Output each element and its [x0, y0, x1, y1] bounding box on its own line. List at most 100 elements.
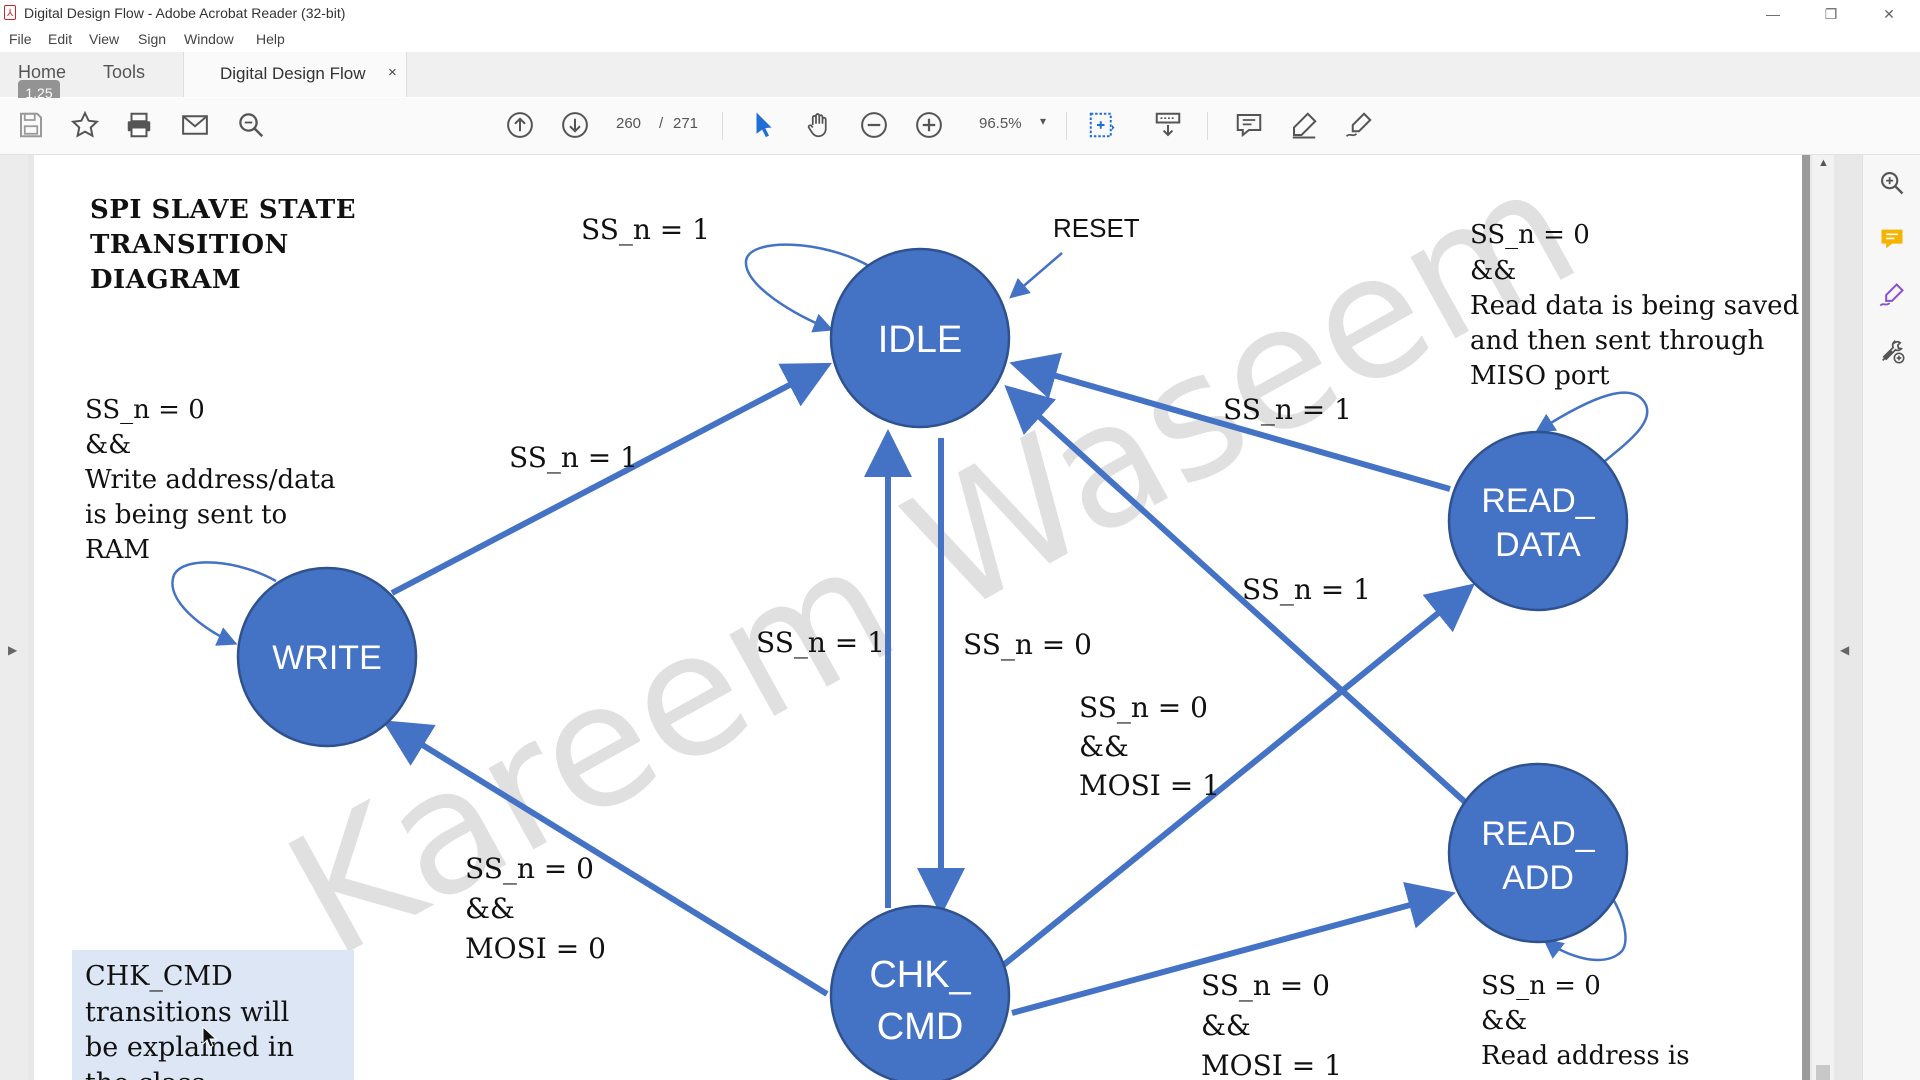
window-title: Digital Design Flow - Adobe Acrobat Read…	[24, 5, 346, 21]
menu-view[interactable]: View	[89, 31, 120, 47]
label-chk-to-write-1: SS_n = 0	[465, 852, 594, 885]
hand-tool-icon[interactable]	[802, 108, 836, 142]
select-cursor-icon[interactable]	[747, 108, 781, 142]
note-line-3: be explained in	[85, 1032, 294, 1063]
diagram-title-line-3: DIAGRAM	[90, 265, 241, 295]
label-readdata-to-idle: SS_n = 1	[1223, 393, 1352, 426]
arrow-chk-to-write	[382, 720, 829, 997]
collapse-right-panel-icon[interactable]: ◀	[1840, 643, 1850, 657]
toolbar-divider	[722, 112, 723, 140]
state-write: WRITE	[236, 566, 418, 748]
comment-icon[interactable]	[1232, 108, 1266, 142]
label-chk-to-idle: SS_n = 1	[756, 626, 885, 659]
page-separator: /	[659, 115, 664, 132]
restore-button[interactable]: ❐	[1824, 6, 1838, 22]
expand-left-panel-icon[interactable]: ▶	[8, 643, 18, 657]
state-diagram: Kareem Waseem	[72, 155, 1799, 1080]
bookmark-star-icon[interactable]	[68, 108, 102, 142]
label-chk-to-readdata-1: SS_n = 0	[1079, 691, 1208, 724]
zoom-search-icon[interactable]	[1876, 167, 1908, 199]
menu-sign[interactable]: Sign	[138, 31, 167, 47]
tab-document[interactable]: Digital Design Flow ×	[183, 52, 407, 97]
zoom-in-icon[interactable]	[912, 108, 946, 142]
right-tool-rail	[1862, 155, 1920, 1080]
label-reset: RESET	[1053, 213, 1140, 243]
label-readadd-self-3: Read address is	[1481, 1041, 1690, 1071]
reset-arrow	[1009, 252, 1063, 299]
fit-page-icon[interactable]	[1085, 108, 1119, 142]
tab-home[interactable]: Home	[18, 62, 67, 82]
note-line-4: the class	[85, 1068, 205, 1080]
label-chk-to-readadd-1: SS_n = 0	[1201, 969, 1330, 1002]
label-readadd-self-2: &&	[1481, 1006, 1527, 1036]
scrollbar-thumb[interactable]	[1816, 1065, 1830, 1080]
label-readdata-self-2: &&	[1470, 256, 1516, 286]
state-chk-cmd-label-2: CMD	[877, 1006, 964, 1048]
label-write-self-2: &&	[85, 430, 131, 460]
arrow-write-to-idle	[390, 362, 832, 596]
note-line-1: CHK_CMD	[85, 961, 233, 992]
label-chk-to-write-3: MOSI = 0	[465, 932, 606, 965]
menu-file[interactable]: File	[9, 31, 32, 47]
menu-bar: File Edit View Sign Window Help	[0, 29, 1920, 51]
diagram-title-line-2: TRANSITION	[90, 230, 289, 260]
menu-window[interactable]: Window	[184, 31, 234, 47]
document-area: ▶ Kareem Waseem	[0, 155, 1862, 1080]
acrobat-pdf-icon: ⅄	[4, 5, 16, 20]
state-write-label: WRITE	[272, 639, 382, 677]
title-bar: ⅄ Digital Design Flow - Adobe Acrobat Re…	[0, 0, 1920, 28]
sign-icon[interactable]	[1342, 108, 1376, 142]
email-icon[interactable]	[178, 108, 212, 142]
state-idle-label: IDLE	[878, 319, 962, 361]
toolbar-divider	[1066, 112, 1067, 140]
mouse-pointer-icon	[202, 1026, 218, 1048]
page-number-input[interactable]: 260	[616, 115, 642, 132]
print-icon[interactable]	[122, 108, 156, 142]
save-icon[interactable]	[14, 108, 48, 142]
scroll-mode-icon[interactable]	[1151, 108, 1185, 142]
search-icon[interactable]	[234, 108, 268, 142]
vertical-scrollbar[interactable]: ▲	[1812, 155, 1834, 1080]
state-read-data-label-2: DATA	[1495, 526, 1581, 564]
close-window-button[interactable]: ✕	[1883, 6, 1895, 22]
left-panel-strip: ▶	[0, 155, 28, 1080]
arrow-chk-to-readdata	[999, 583, 1475, 970]
tab-tools[interactable]: Tools	[103, 62, 146, 82]
page-total: 271	[673, 115, 699, 132]
more-tools-icon[interactable]	[1876, 335, 1908, 367]
next-page-icon[interactable]	[558, 108, 592, 142]
label-write-to-idle: SS_n = 1	[509, 441, 638, 474]
label-idle-to-chk: SS_n = 0	[963, 628, 1092, 661]
arrow-readdata-to-idle	[1009, 352, 1451, 492]
arrow-readadd-to-idle	[1004, 384, 1468, 805]
loop-idle	[744, 243, 870, 333]
page-shadow-edge	[1802, 155, 1810, 1080]
label-write-self-5: RAM	[85, 535, 150, 565]
previous-page-icon[interactable]	[503, 108, 537, 142]
state-chk-cmd-label-1: CHK_	[869, 954, 971, 996]
minimize-button[interactable]: —	[1766, 6, 1780, 22]
tab-document-label: Digital Design Flow	[220, 64, 366, 83]
scroll-up-icon[interactable]: ▲	[1818, 157, 1829, 169]
menu-edit[interactable]: Edit	[48, 31, 73, 47]
fill-sign-icon[interactable]	[1876, 279, 1908, 311]
zoom-level-select[interactable]: 96.5%	[979, 115, 1022, 132]
note-line-2: transitions will	[85, 997, 289, 1028]
highlight-pen-icon[interactable]	[1287, 108, 1321, 142]
state-read-add-label-2: ADD	[1502, 859, 1574, 897]
label-readdata-self-1: SS_n = 0	[1470, 220, 1590, 250]
zoom-dropdown-caret[interactable]: ▾	[1040, 114, 1047, 128]
menu-help[interactable]: Help	[256, 31, 285, 47]
tab-close-button[interactable]: ×	[388, 64, 397, 81]
tab-bar: Home Tools Digital Design Flow ×	[0, 52, 1920, 97]
label-write-self-4: is being sent to	[85, 500, 287, 530]
loop-readdata	[1534, 391, 1649, 475]
toolbar: 260 / 271 96.5% ▾	[0, 98, 1920, 155]
comment-panel-icon[interactable]	[1876, 223, 1908, 255]
zoom-out-icon[interactable]	[857, 108, 891, 142]
chk-cmd-note: CHK_CMD transitions will be explained in…	[72, 950, 354, 1080]
diagram-title-line-1: SPI SLAVE STATE	[90, 195, 356, 225]
state-read-add-label-1: READ_	[1481, 815, 1595, 853]
label-readadd-to-idle: SS_n = 1	[1242, 573, 1371, 606]
